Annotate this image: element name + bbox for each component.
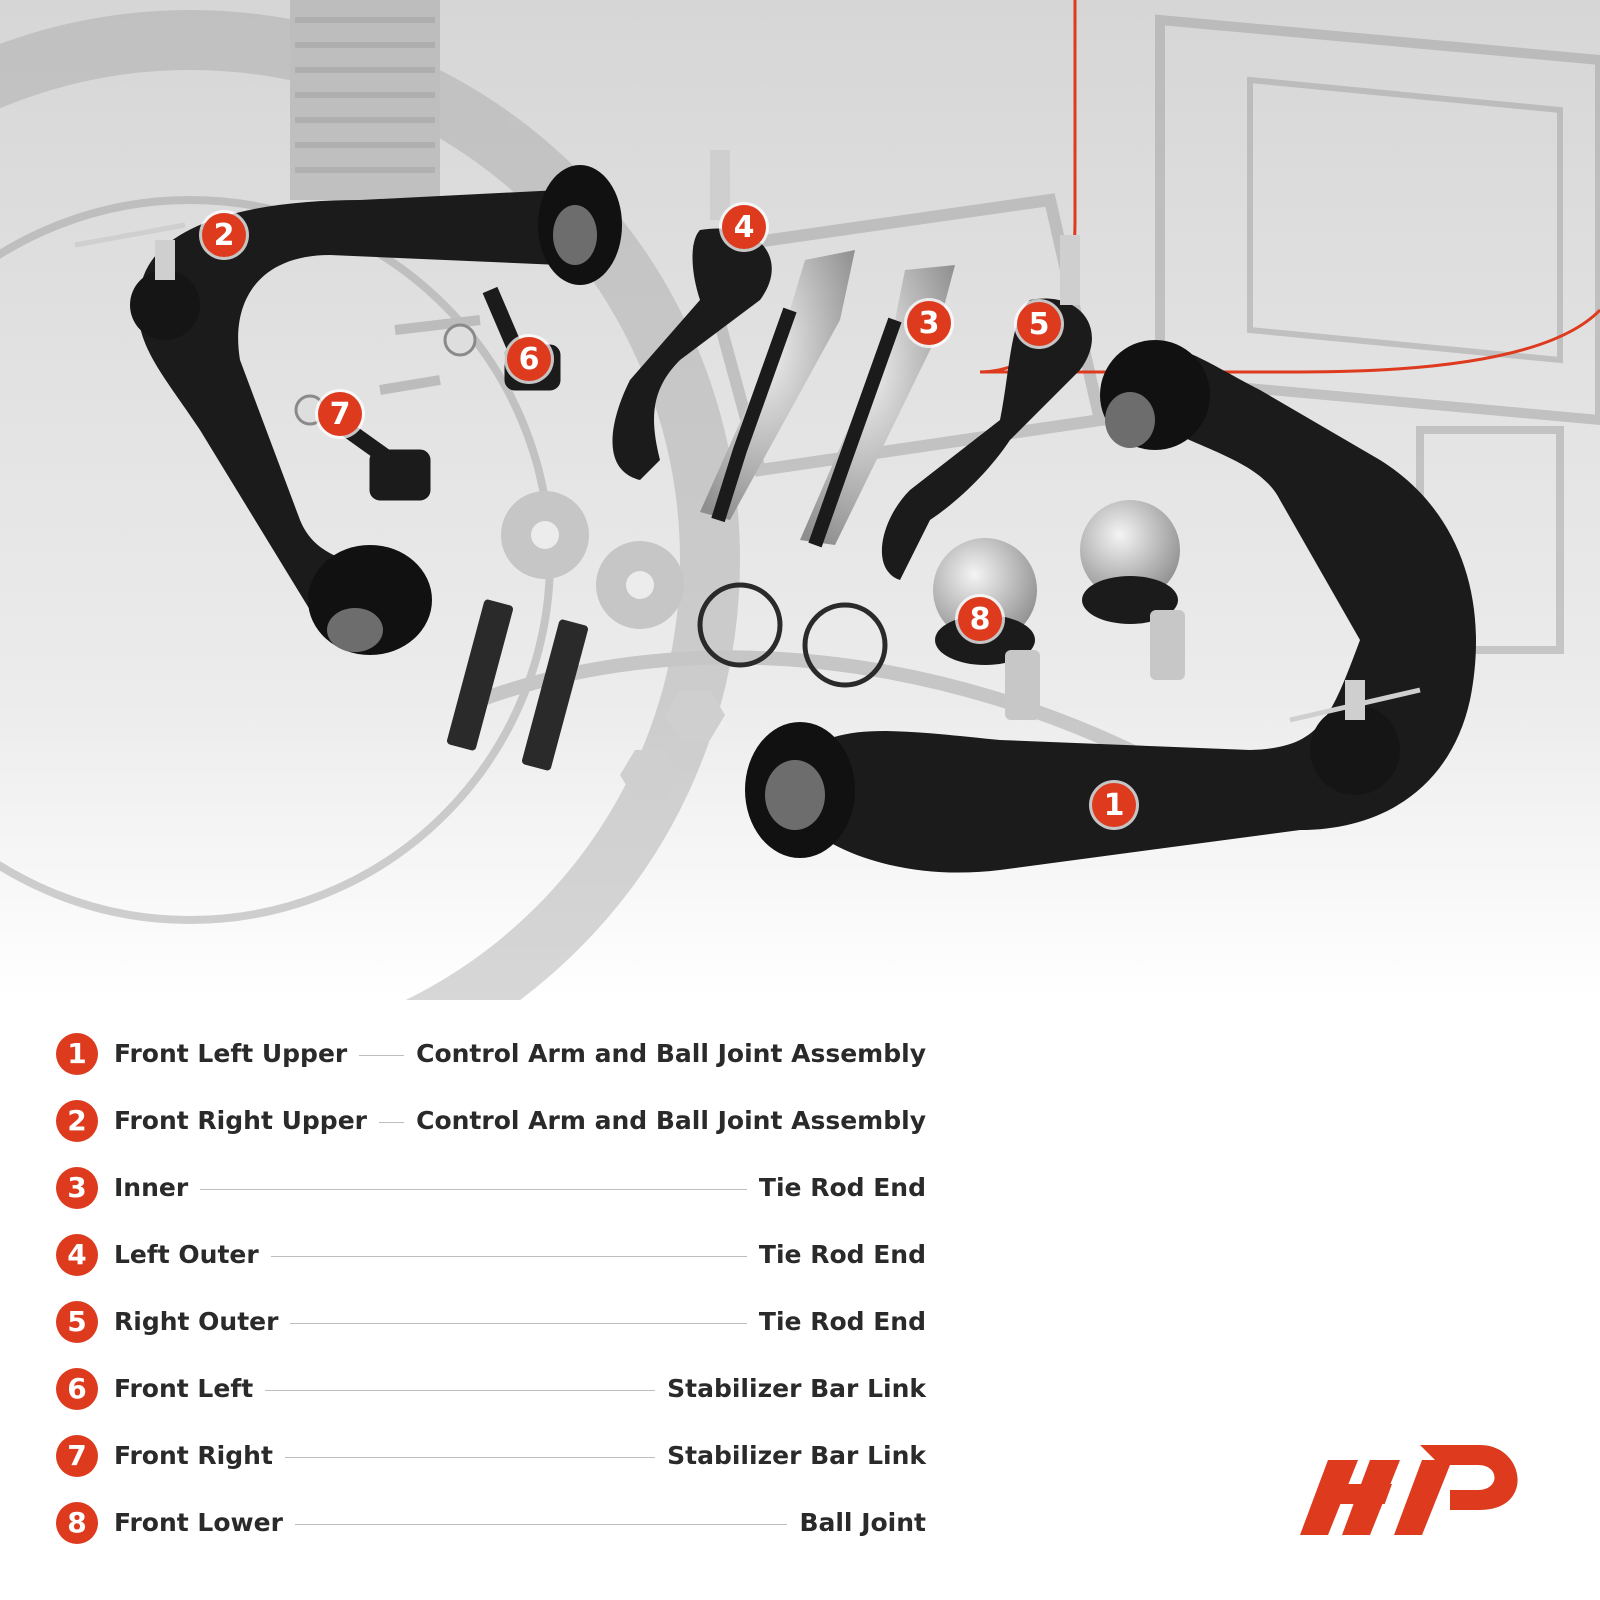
- legend-part-label: Control Arm and Ball Joint Assembly: [416, 1106, 926, 1135]
- legend-part-label: Stabilizer Bar Link: [667, 1441, 926, 1470]
- callout-1: 1: [1092, 783, 1136, 827]
- leader-line: [270, 1256, 747, 1257]
- legend-part-label: Tie Rod End: [758, 1307, 926, 1336]
- legend-part-label: Stabilizer Bar Link: [667, 1374, 926, 1403]
- leader-line: [200, 1189, 747, 1190]
- legend-position-label: Front Left Upper: [114, 1039, 348, 1068]
- leader-line: [294, 1524, 788, 1525]
- legend-position-label: Front Right: [114, 1441, 273, 1470]
- legend-row: 6 Front Left Stabilizer Bar Link: [56, 1355, 926, 1422]
- callout-4: 4: [722, 205, 766, 249]
- callout-7: 7: [318, 392, 362, 436]
- legend-row: 8 Front Lower Ball Joint: [56, 1489, 926, 1556]
- callout-2: 2: [202, 213, 246, 257]
- legend-number-badge: 3: [56, 1166, 98, 1209]
- parts-legend: 1 Front Left Upper Control Arm and Ball …: [56, 1020, 926, 1556]
- legend-row: 3 Inner Tie Rod End: [56, 1154, 926, 1221]
- upper-control-arm-right: [745, 340, 1476, 873]
- leader-line: [378, 1122, 405, 1123]
- outer-tie-rod-right: [881, 235, 1092, 580]
- legend-position-label: Front Lower: [114, 1508, 283, 1537]
- legend-number-badge: 6: [56, 1367, 98, 1410]
- legend-number-badge: 5: [56, 1300, 98, 1343]
- legend-part-label: Tie Rod End: [758, 1173, 926, 1202]
- legend-row: 5 Right Outer Tie Rod End: [56, 1288, 926, 1355]
- callout-5: 5: [1017, 302, 1061, 346]
- lower-ball-joints: [933, 500, 1185, 720]
- legend-position-label: Inner: [114, 1173, 189, 1202]
- legend-part-label: Ball Joint: [799, 1508, 926, 1537]
- upper-control-arm-left: [74, 165, 622, 655]
- legend-position-label: Left Outer: [114, 1240, 259, 1269]
- legend-number-badge: 2: [56, 1099, 98, 1142]
- legend-row: 2 Front Right Upper Control Arm and Ball…: [56, 1087, 926, 1154]
- legend-part-label: Tie Rod End: [758, 1240, 926, 1269]
- legend-number-badge: 1: [56, 1032, 98, 1075]
- legend-row: 4 Left Outer Tie Rod End: [56, 1221, 926, 1288]
- legend-row: 7 Front Right Stabilizer Bar Link: [56, 1422, 926, 1489]
- hardware: [446, 491, 888, 800]
- product-scene: [0, 0, 1600, 1000]
- leader-line: [265, 1390, 656, 1391]
- legend-part-label: Control Arm and Ball Joint Assembly: [416, 1039, 926, 1068]
- legend-position-label: Front Right Upper: [114, 1106, 367, 1135]
- callout-6: 6: [507, 337, 551, 381]
- callout-3: 3: [907, 301, 951, 345]
- legend-number-badge: 7: [56, 1434, 98, 1477]
- brand-logo: [1300, 1445, 1518, 1535]
- legend-position-label: Right Outer: [114, 1307, 279, 1336]
- leader-line: [290, 1323, 747, 1324]
- leader-line: [284, 1457, 656, 1458]
- outer-tie-rod-left: [612, 150, 772, 480]
- legend-number-badge: 8: [56, 1501, 98, 1544]
- leader-line: [359, 1055, 405, 1056]
- legend-number-badge: 4: [56, 1233, 98, 1276]
- legend-position-label: Front Left: [114, 1374, 254, 1403]
- legend-row: 1 Front Left Upper Control Arm and Ball …: [56, 1020, 926, 1087]
- callout-8: 8: [958, 597, 1002, 641]
